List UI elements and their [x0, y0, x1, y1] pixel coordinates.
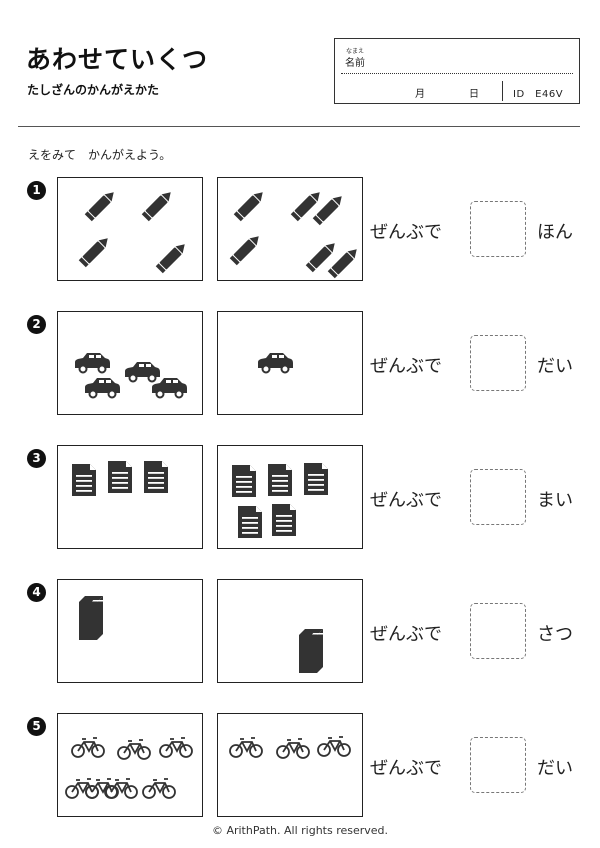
problem-2-left-box	[57, 311, 203, 415]
name-label[interactable]: 名前	[345, 58, 365, 69]
book-icon	[79, 596, 114, 640]
problem-number: 5	[27, 717, 46, 736]
problem-unit: だい	[537, 758, 573, 779]
name-date-box: なまえ 名前 月 日 ID E46V	[334, 38, 580, 104]
month-label: 月	[415, 89, 425, 100]
problem-5-right-box	[217, 713, 363, 817]
day-label: 日	[469, 89, 479, 100]
problem-prompt: ぜんぶで	[370, 222, 442, 243]
header-divider	[18, 126, 580, 127]
problem-3-right-box	[217, 445, 363, 549]
problem-3-left-box	[57, 445, 203, 549]
problem-unit: だい	[537, 356, 573, 377]
name-furigana: なまえ	[346, 48, 365, 55]
bicycle-icon	[65, 737, 193, 799]
problem-prompt: ぜんぶで	[370, 490, 442, 511]
problem-prompt: ぜんぶで	[370, 624, 442, 645]
worksheet-id: ID E46V	[513, 89, 564, 100]
answer-box[interactable]	[470, 469, 526, 525]
problem-4-right-box	[217, 579, 363, 683]
problem-number: 1	[27, 181, 46, 200]
problem-2-right-box	[217, 311, 363, 415]
document-icon	[72, 461, 168, 496]
problem-number: 2	[27, 315, 46, 334]
answer-box[interactable]	[470, 737, 526, 793]
book-icon	[299, 629, 334, 673]
problem-unit: まい	[537, 490, 573, 511]
id-separator	[502, 81, 503, 101]
problem-prompt: ぜんぶで	[370, 356, 442, 377]
car-icon	[258, 353, 293, 374]
bicycle-icon	[229, 736, 351, 759]
name-dotted-line	[341, 73, 573, 74]
problem-4-left-box	[57, 579, 203, 683]
instruction-text: えをみて かんがえよう。	[28, 148, 172, 162]
document-icon	[232, 463, 328, 538]
worksheet-title: あわせていくつ	[26, 45, 209, 74]
answer-box[interactable]	[470, 603, 526, 659]
worksheet-subtitle: たしざんのかんがえかた	[27, 83, 160, 97]
answer-box[interactable]	[470, 335, 526, 391]
problem-unit: さつ	[537, 624, 573, 645]
problem-1-right-box	[217, 177, 363, 281]
problem-prompt: ぜんぶで	[370, 758, 442, 779]
pencil-icon	[229, 192, 357, 279]
problem-unit: ほん	[537, 222, 573, 243]
problem-5-left-box	[57, 713, 203, 817]
car-icon	[75, 353, 187, 399]
pencil-icon	[78, 192, 185, 274]
problem-1-left-box	[57, 177, 203, 281]
problem-number: 3	[27, 449, 46, 468]
problem-number: 4	[27, 583, 46, 602]
answer-box[interactable]	[470, 201, 526, 257]
copyright-footer: © ArithPath. All rights reserved.	[211, 824, 389, 837]
